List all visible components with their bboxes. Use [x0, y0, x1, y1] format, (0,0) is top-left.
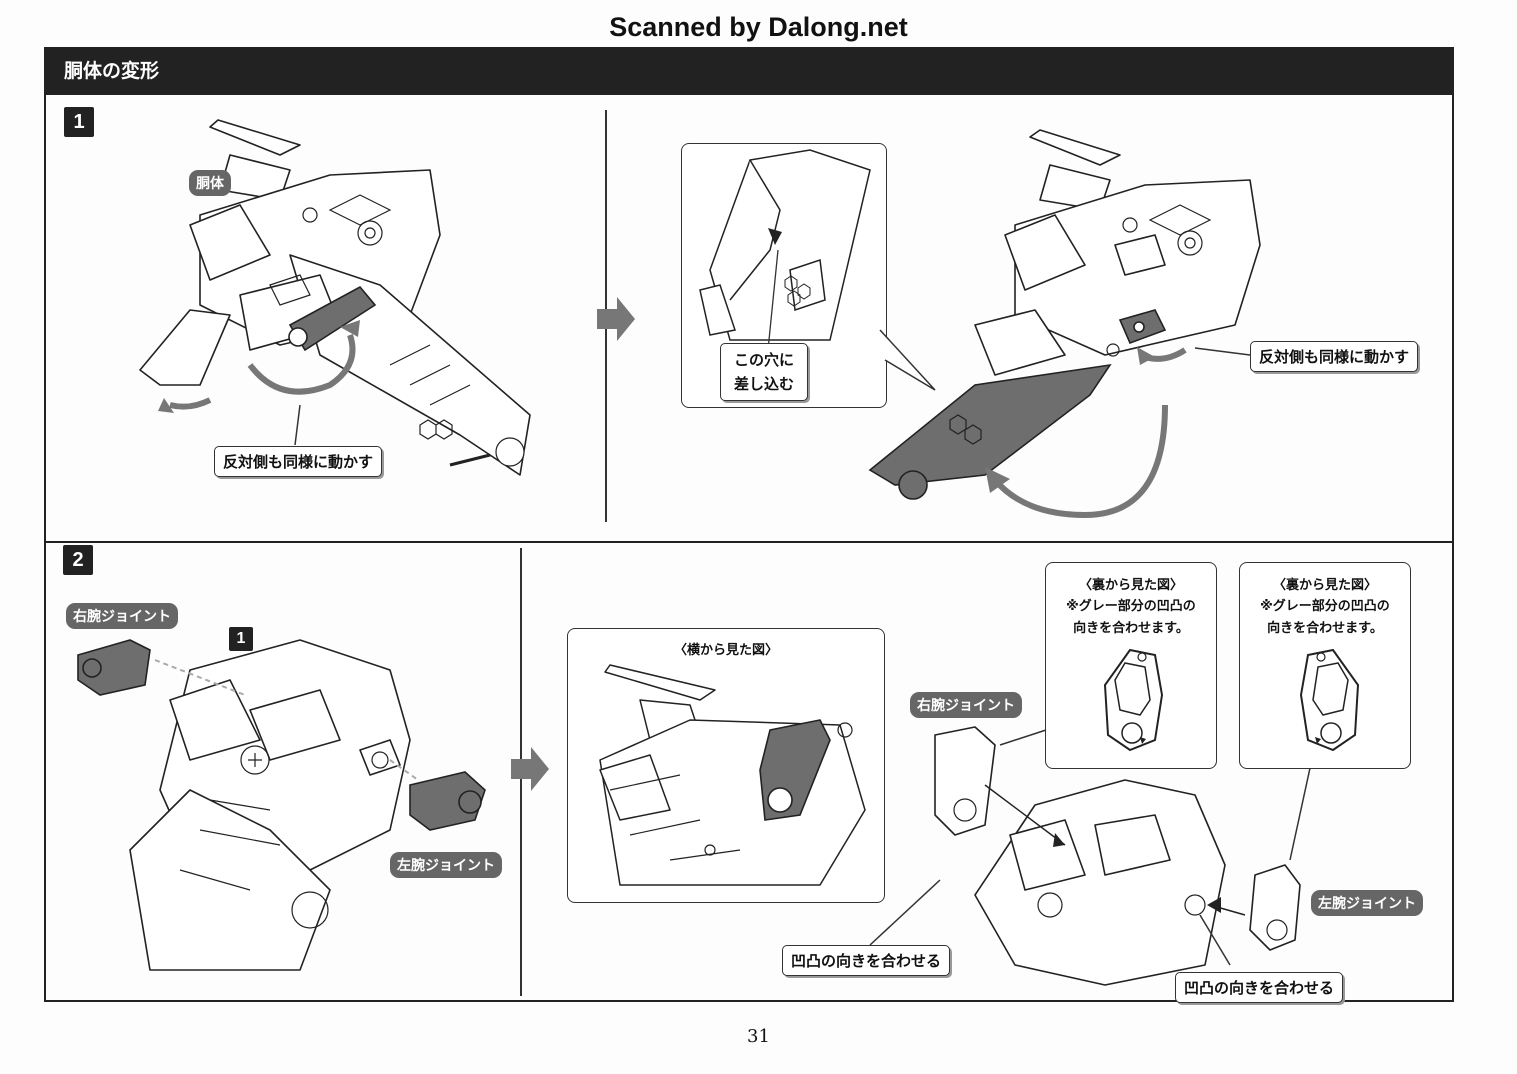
scan-watermark: Scanned by Dalong.net: [609, 12, 908, 42]
back-view-title-left: 〈裏から見た図〉: [1078, 578, 1183, 593]
insert-hole-line1: この穴に: [733, 351, 794, 369]
back-view-note-right: ※グレー部分の凹凸の 向きを合わせます。: [1239, 596, 1411, 640]
move-opposite-side-note-right: 反対側も同様に動かす: [1250, 341, 1419, 372]
left-arm-joint-result-label: 左腕ジョイント: [1311, 890, 1423, 916]
side-view-drawing: [599, 664, 866, 886]
back-view-title-right: 〈裏から見た図〉: [1272, 578, 1377, 593]
torso-drawing-before: [139, 119, 531, 476]
step2-arrow-icon: [511, 747, 549, 791]
back-view-note-left-line1: ※グレー部分の凹凸の: [1066, 599, 1196, 614]
step1-badge: 1: [64, 107, 94, 137]
right-arm-joint-label: 右腕ジョイント: [66, 603, 178, 629]
section-header: [44, 47, 1454, 95]
insert-hole-note: この穴に 差し込む: [720, 343, 808, 401]
left-arm-joint-label: 左腕ジョイント: [390, 852, 502, 878]
hole-detail-drawing: [699, 149, 871, 351]
side-view-title: 〈横から見た図〉: [673, 643, 778, 658]
back-view-part-right: [1299, 648, 1360, 752]
right-arm-joint-result-label: 右腕ジョイント: [910, 692, 1022, 718]
move-opposite-side-note: 反対側も同様に動かす: [214, 446, 383, 477]
torso-label: 胴体: [189, 170, 231, 196]
align-note-left: 凹凸の向きを合わせる: [782, 945, 951, 976]
page-number: 31: [747, 1026, 770, 1047]
step1-arrow-icon: [597, 297, 635, 341]
back-view-note-left: ※グレー部分の凹凸の 向きを合わせます。: [1045, 596, 1217, 640]
align-note-right: 凹凸の向きを合わせる: [1175, 972, 1344, 1003]
step1-reference-badge: 1: [229, 627, 253, 651]
back-view-pointers: [999, 729, 1311, 861]
back-view-part-left: [1103, 648, 1164, 752]
step-divider: [44, 541, 1454, 543]
torso-drawing-step2: [77, 639, 486, 971]
align-pointers: [869, 879, 1231, 966]
back-view-note-left-line2: 向きを合わせます。: [1073, 621, 1189, 636]
assembled-torso-drawing: [934, 726, 1301, 986]
section-title: 胴体の変形: [64, 60, 160, 82]
torso-drawing-after: [868, 129, 1261, 519]
back-view-note-right-line2: 向きを合わせます。: [1267, 621, 1383, 636]
detail-pointer: [879, 329, 936, 391]
step2-badge: 2: [63, 545, 93, 575]
back-view-note-right-line1: ※グレー部分の凹凸の: [1260, 599, 1390, 614]
insert-hole-line2: 差し込む: [733, 375, 794, 393]
